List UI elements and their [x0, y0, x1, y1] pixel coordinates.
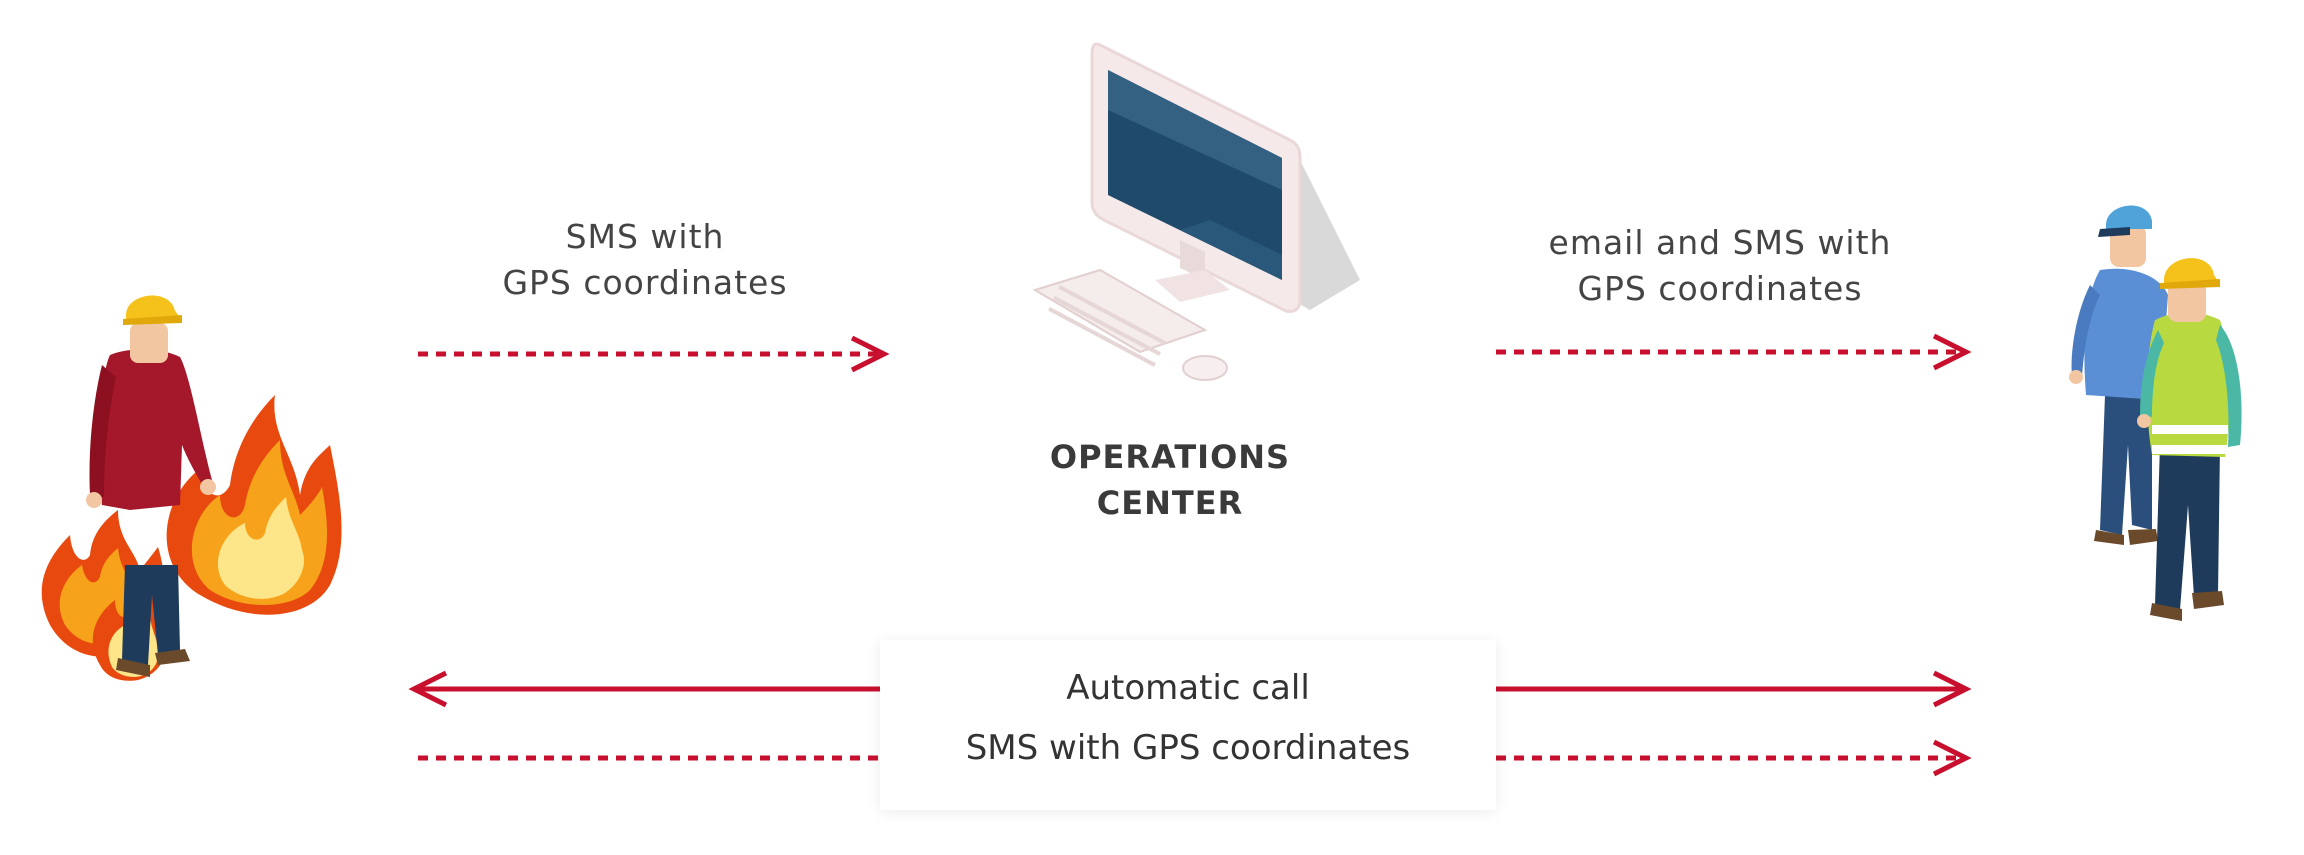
arrow-call-to-worker — [408, 670, 880, 708]
rescue-team-icon — [2069, 205, 2242, 621]
operations-center-title: OPERATIONS CENTER — [1010, 434, 1330, 526]
automatic-call-box: Automatic call SMS with GPS coordinates — [880, 640, 1496, 810]
arrow-center-to-responders — [1496, 333, 1972, 371]
operations-center-line1: OPERATIONS — [1049, 438, 1291, 476]
worker-in-fire-icon — [41, 295, 342, 681]
arrow-call-to-responders — [1496, 670, 1972, 708]
email-sms-line2: GPS coordinates — [1577, 269, 1863, 308]
email-sms-line1: email and SMS with — [1548, 223, 1892, 262]
automatic-call-label: Automatic call — [1066, 668, 1310, 708]
computer-workstation-icon — [1032, 42, 1360, 381]
sms-to-center-label: SMS with GPS coordinates — [460, 214, 830, 306]
email-sms-label: email and SMS with GPS coordinates — [1500, 220, 1940, 312]
operations-center-line2: CENTER — [1096, 484, 1244, 522]
arrow-worker-to-center — [418, 335, 890, 373]
sms-to-center-line2: GPS coordinates — [502, 263, 788, 302]
sms-to-center-line1: SMS with — [565, 217, 725, 256]
sms-gps-label: SMS with GPS coordinates — [965, 728, 1411, 768]
arrow-sms-to-responders — [1496, 739, 1972, 777]
